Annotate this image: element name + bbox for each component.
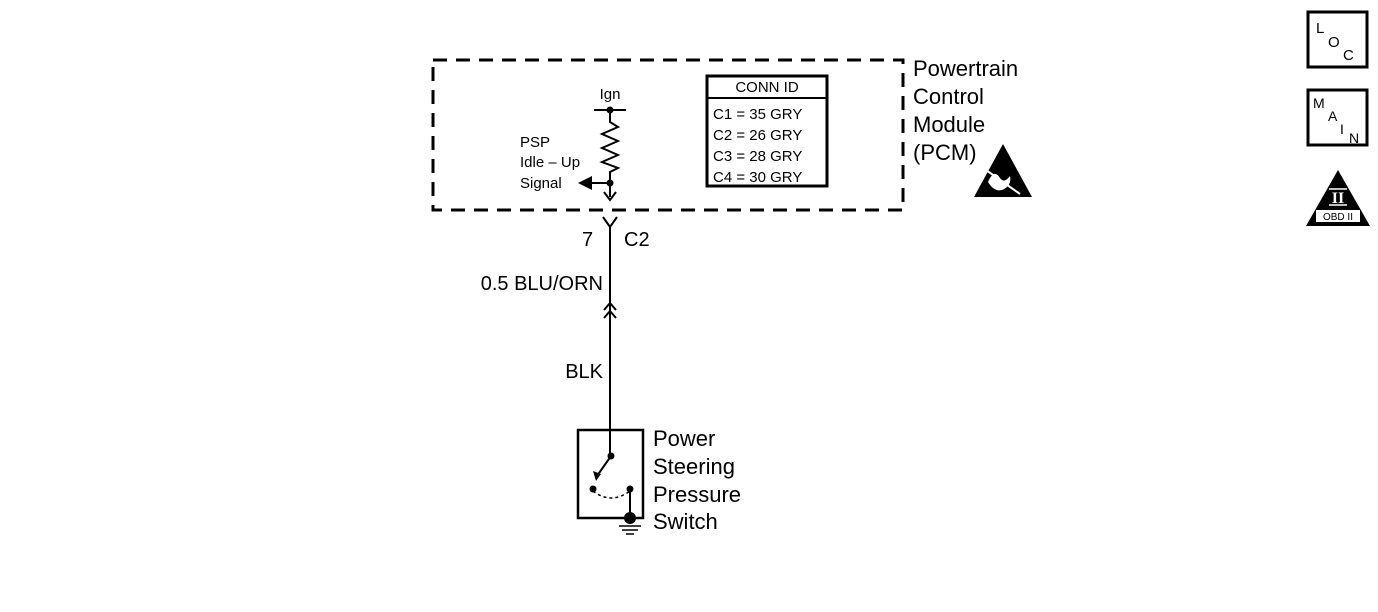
ground-icon bbox=[619, 512, 641, 535]
psp-signal-line-1: PSP bbox=[520, 134, 550, 151]
wire-color-upper: 0.5 BLU/ORN bbox=[481, 273, 603, 295]
signal-arrow-icon bbox=[578, 176, 610, 190]
main-letter: M bbox=[1313, 95, 1325, 111]
main-letter: N bbox=[1349, 130, 1359, 146]
conn-id-row: C1 = 35 GRY bbox=[713, 106, 802, 123]
ign-supply: Ign bbox=[594, 86, 626, 114]
pcm-label-line-3: Module bbox=[913, 112, 985, 137]
pull-up-resistor-icon bbox=[599, 110, 621, 183]
conn-id-row: C4 = 30 GRY bbox=[713, 169, 802, 186]
loc-icon[interactable]: L O C bbox=[1306, 10, 1369, 69]
ign-label: Ign bbox=[600, 86, 621, 103]
loc-letter: L bbox=[1316, 20, 1324, 37]
connector-c2-icon bbox=[602, 216, 618, 229]
internal-arrow-icon bbox=[603, 191, 617, 202]
connector-id: C2 bbox=[624, 229, 650, 251]
wire-color-lower: BLK bbox=[565, 361, 603, 383]
conn-id-table: CONN ID C1 = 35 GRY C2 = 26 GRY C3 = 28 … bbox=[705, 74, 829, 188]
pcm-label-line-4: (PCM) bbox=[913, 140, 977, 165]
switch-label-line-1: Power bbox=[653, 426, 715, 451]
pcm-label-line-1: Powertrain bbox=[913, 56, 1018, 81]
main-letter: A bbox=[1328, 108, 1338, 124]
conn-id-row: C2 = 26 GRY bbox=[713, 127, 802, 144]
pressure-switch-icon bbox=[576, 428, 645, 520]
psp-signal-line-3: Signal bbox=[520, 175, 562, 192]
conn-id-row: C3 = 28 GRY bbox=[713, 148, 802, 165]
obd-ii-icon[interactable]: II OBD II bbox=[1306, 170, 1370, 226]
loc-letter: C bbox=[1343, 47, 1354, 64]
pcm-boundary bbox=[431, 58, 905, 212]
pcm-label-line-2: Control bbox=[913, 84, 984, 109]
obd-label: OBD II bbox=[1323, 212, 1353, 223]
conn-id-title: CONN ID bbox=[735, 79, 799, 96]
pcm-label: Powertrain Control Module (PCM) bbox=[913, 56, 1018, 165]
main-icon[interactable]: M A I N bbox=[1306, 88, 1369, 147]
connector-pin: 7 bbox=[582, 229, 593, 251]
switch-label-line-2: Steering bbox=[653, 454, 735, 479]
inline-connector-icon bbox=[603, 301, 617, 319]
loc-letter: O bbox=[1328, 34, 1340, 51]
psp-signal-line-2: Idle – Up bbox=[520, 154, 580, 171]
switch-label: Power Steering Pressure Switch bbox=[653, 426, 741, 534]
obd-numeral: II bbox=[1332, 190, 1344, 207]
esd-warning-icon bbox=[974, 144, 1032, 197]
psp-signal-label: PSP Idle – Up Signal bbox=[520, 134, 580, 192]
main-letter: I bbox=[1340, 121, 1344, 137]
switch-label-line-3: Pressure bbox=[653, 482, 741, 507]
switch-label-line-4: Switch bbox=[653, 509, 718, 534]
